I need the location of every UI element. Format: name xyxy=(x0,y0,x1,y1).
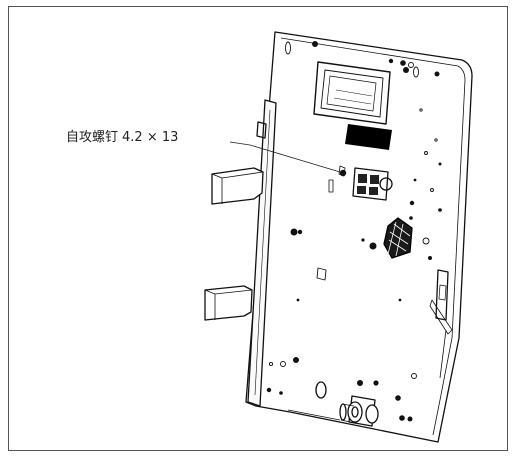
latch-lever xyxy=(435,269,449,321)
vent-grille xyxy=(383,217,413,259)
drawing-frame xyxy=(8,6,508,451)
callout-text: 自攻螺钉 xyxy=(66,130,119,145)
top-tab xyxy=(256,121,267,139)
fastener-holes xyxy=(266,41,442,422)
top-window xyxy=(313,61,391,125)
upper-bracket xyxy=(211,167,264,205)
left-flange xyxy=(247,99,277,407)
lower-bracket xyxy=(204,285,253,321)
callout-spec: 4.2 × 13 xyxy=(122,130,179,145)
oval-hole xyxy=(315,381,327,399)
plate-inner-edge xyxy=(280,37,466,436)
label-plate xyxy=(345,124,392,150)
callout-leader-line xyxy=(229,141,341,173)
plate-outline xyxy=(245,31,473,443)
